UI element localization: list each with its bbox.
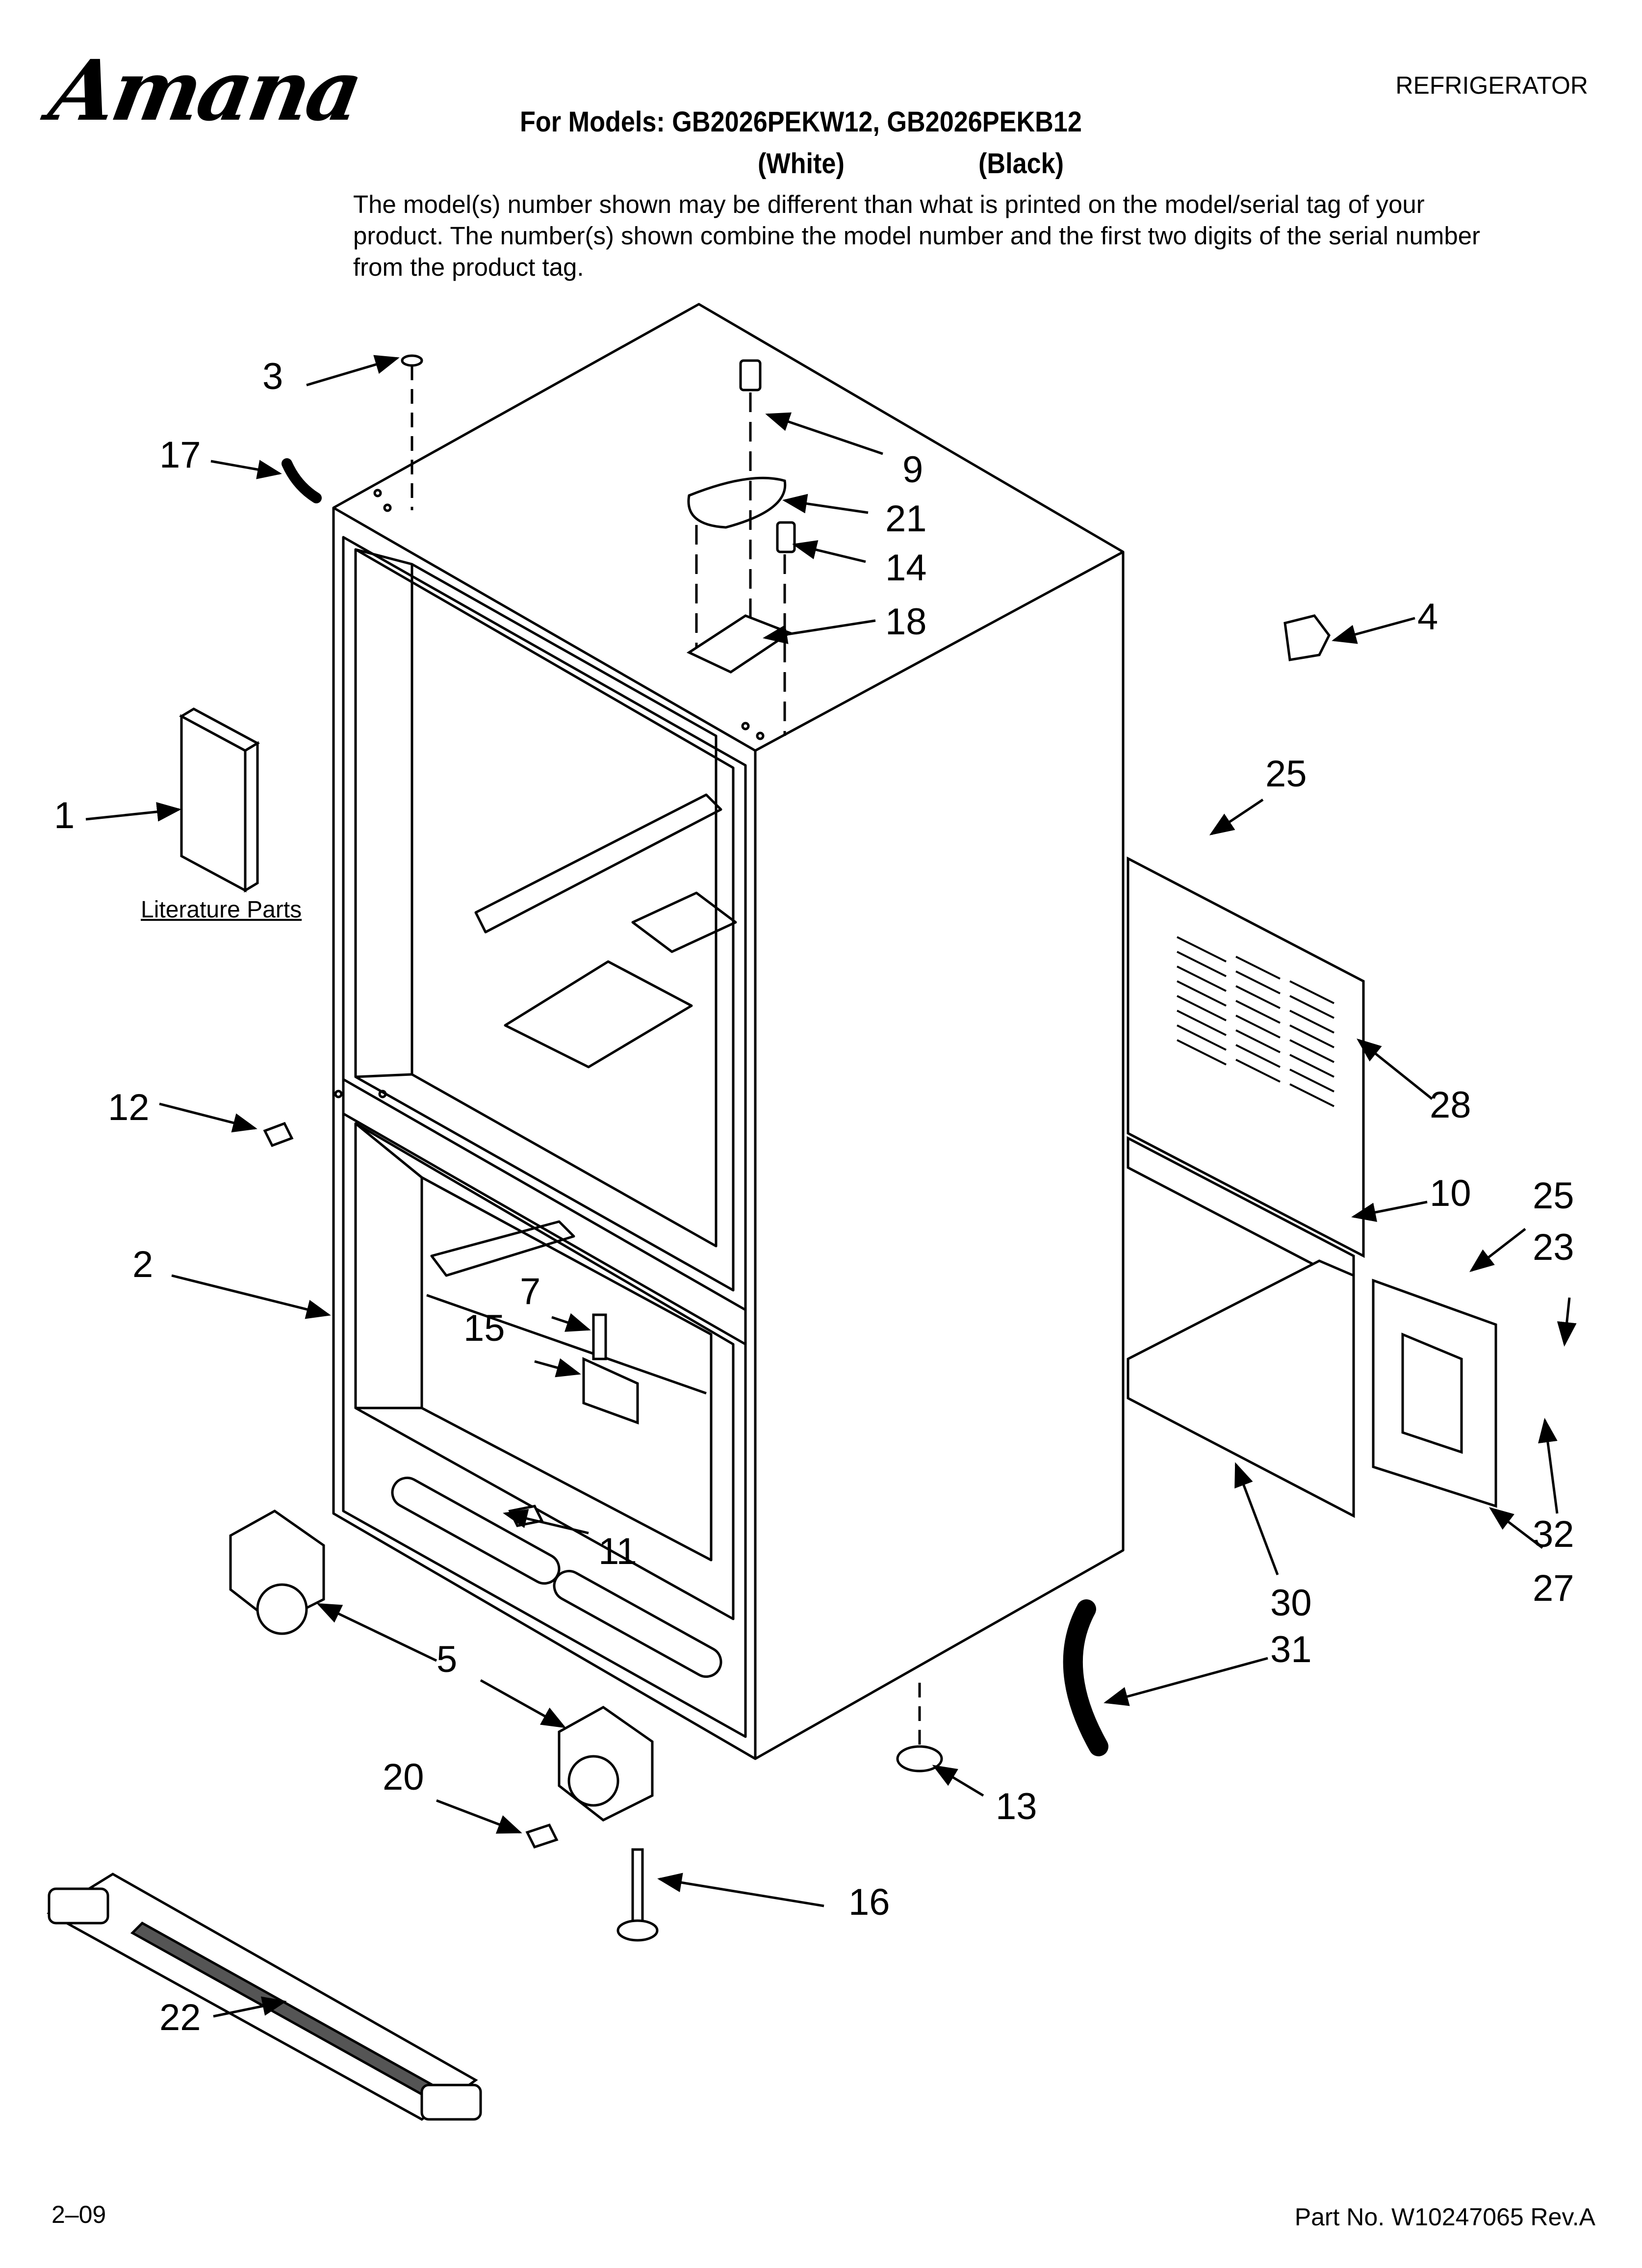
callout-12: 12 [108,1087,150,1128]
callout-25-right: 25 [1533,1175,1574,1217]
callout-13: 13 [996,1786,1037,1827]
callout-14: 14 [885,547,927,589]
callout-11: 11 [598,1531,637,1572]
callout-32: 32 [1533,1513,1574,1555]
callout-10: 10 [1430,1173,1471,1214]
callout-18: 18 [885,601,927,643]
callout-9: 9 [902,449,924,491]
callout-3: 3 [262,356,283,397]
variant-black-label: (Black) [978,148,1064,180]
callout-7: 7 [520,1271,541,1312]
literature-booklet [179,707,260,893]
callout-4: 4 [1417,596,1438,638]
callout-25-top: 25 [1265,753,1307,795]
callout-21: 21 [885,498,927,540]
variant-white-label: (White) [758,148,845,180]
callout-1: 1 [54,795,75,836]
callout-30: 30 [1270,1582,1312,1624]
callout-5: 5 [436,1639,458,1680]
callout-27: 27 [1533,1567,1574,1609]
refrigerator-cabinet [332,303,1125,1760]
callout-28: 28 [1430,1084,1471,1126]
callout-15: 15 [463,1307,505,1349]
model-number-note: The model(s) number shown may be differe… [353,190,1481,281]
callout-2: 2 [132,1244,154,1285]
callout-22: 22 [159,1997,201,2038]
casters-and-hardware [229,1121,1108,1942]
top-screw-and-tube [282,354,423,510]
models-title: For Models: GB2026PEKW12, GB2026PEKB12 [520,106,1082,138]
literature-parts-label: Literature Parts [141,897,302,923]
callout-16: 16 [848,1881,890,1923]
leader-lines [85,355,1577,2018]
part-number: Part No. W10247065 Rev.A [1294,2203,1595,2231]
callout-17: 17 [159,434,201,476]
revision-date: 2–09 [51,2201,106,2228]
kick-plate [47,1873,482,2121]
appliance-category: REFRIGERATOR [1395,72,1588,99]
callout-31: 31 [1270,1629,1312,1670]
callout-20: 20 [383,1756,424,1798]
callout-23: 23 [1533,1226,1574,1268]
clip-part [1283,614,1331,661]
rear-panels [1127,856,1497,1518]
